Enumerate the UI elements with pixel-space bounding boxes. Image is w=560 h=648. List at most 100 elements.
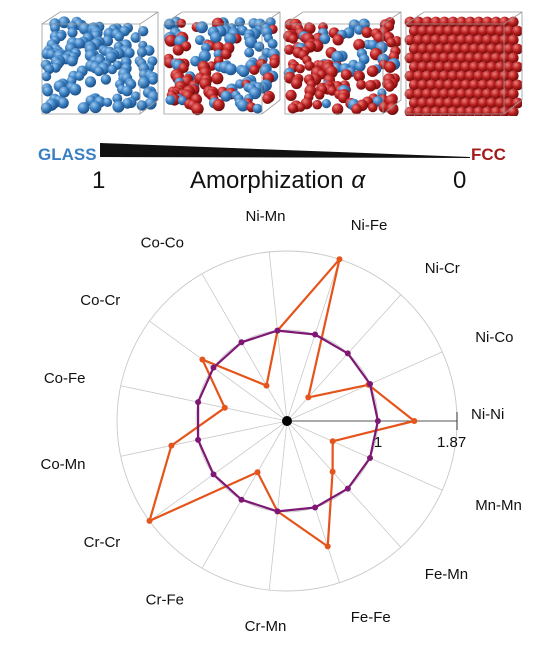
fcc-atom [503, 25, 515, 37]
fcc-atom [447, 88, 459, 100]
fcc-label: FCC [471, 145, 506, 164]
glass-atom [89, 101, 102, 114]
fcc-atom [421, 16, 433, 28]
fcc-atom [473, 88, 485, 100]
fcc-atom [430, 16, 442, 28]
fcc-atom [482, 70, 493, 82]
fcc-atom [464, 70, 476, 82]
data-point [221, 404, 228, 411]
fcc-atom [426, 61, 437, 73]
glass-atom [44, 64, 55, 75]
fcc-atom [490, 88, 502, 100]
fcc-atom [413, 88, 424, 100]
fcc-atom [312, 99, 323, 110]
glass-atom [190, 55, 201, 67]
glass-atom [121, 85, 133, 97]
fcc-atom [434, 79, 446, 91]
data-point [329, 468, 336, 475]
glass-atom [244, 36, 258, 49]
fcc-atom [464, 16, 476, 28]
glass-atom [198, 50, 211, 63]
fcc-atom [361, 26, 373, 38]
radial-gridline [201, 420, 288, 569]
fcc-atom [486, 25, 498, 37]
fcc-atom [413, 34, 424, 46]
fcc-atom [477, 97, 489, 109]
fcc-atom [430, 34, 442, 46]
fcc-atom [460, 25, 472, 37]
fcc-atom [512, 79, 522, 91]
fcc-atom [494, 43, 506, 55]
glass-atom [136, 47, 147, 58]
fcc-atom [351, 103, 362, 115]
axis-label: Cr-Mn [245, 618, 287, 635]
fcc-atom [443, 97, 455, 109]
glass-atom [114, 31, 124, 42]
fcc-atom [332, 34, 344, 46]
fcc-atom [304, 60, 315, 71]
glass-atom [66, 55, 78, 67]
scale-left-value: 1 [92, 167, 105, 194]
fcc-atom [486, 43, 498, 55]
glass-atom [236, 99, 249, 112]
fcc-atom [469, 43, 480, 55]
fcc-atom [443, 79, 455, 91]
fcc-atom [499, 88, 510, 100]
fcc-atom [490, 16, 502, 28]
fcc-atom [421, 52, 433, 64]
fcc-atom [404, 70, 416, 82]
glass-atom [50, 23, 60, 33]
fcc-atom [384, 81, 395, 92]
glass-atom [235, 79, 245, 89]
radial-gridline [286, 259, 340, 422]
fcc-atom [413, 70, 424, 82]
glass-atom [267, 38, 278, 49]
fcc-atom [408, 61, 420, 73]
data-point [305, 394, 312, 401]
glass-atom [42, 85, 54, 97]
glass-atom [77, 102, 90, 114]
fcc-atom [211, 72, 224, 85]
fcc-atom [469, 97, 480, 109]
fcc-atom [340, 69, 352, 81]
fcc-atom [507, 34, 519, 46]
glass-atom [69, 83, 82, 96]
data-point [329, 438, 336, 445]
fcc-atom [288, 34, 298, 44]
fcc-atom [291, 77, 303, 90]
fcc-atom [512, 43, 522, 55]
glass-atom [331, 50, 344, 64]
radial-gridline [286, 420, 402, 548]
data-point [312, 331, 319, 338]
radial-gridline [201, 273, 288, 422]
fcc-atom [456, 16, 467, 28]
data-point [324, 543, 331, 550]
glass-atom [220, 90, 232, 102]
data-point [367, 455, 373, 461]
axis-label: Ni-Ni [471, 406, 504, 423]
data-point [199, 356, 206, 363]
fcc-atom [473, 16, 485, 28]
scale-title-symbol: α [351, 167, 366, 194]
cube-frame [163, 11, 281, 115]
fcc-atom [443, 43, 455, 55]
fcc-atom [512, 61, 522, 73]
fcc-atom [408, 25, 420, 37]
glass-atom [41, 71, 52, 82]
glass-atom [138, 26, 149, 37]
glass-atom [237, 65, 250, 78]
glass-atom [94, 66, 104, 77]
fcc-atom [191, 102, 204, 116]
data-point [344, 350, 351, 357]
radial-gridline [268, 251, 288, 422]
fcc-atom [386, 37, 396, 48]
fcc-atom [356, 79, 367, 90]
glass-atom [58, 16, 70, 29]
fcc-atom [460, 61, 472, 73]
fcc-atom [439, 34, 450, 46]
data-point [210, 471, 217, 478]
fcc-atom [451, 43, 463, 55]
